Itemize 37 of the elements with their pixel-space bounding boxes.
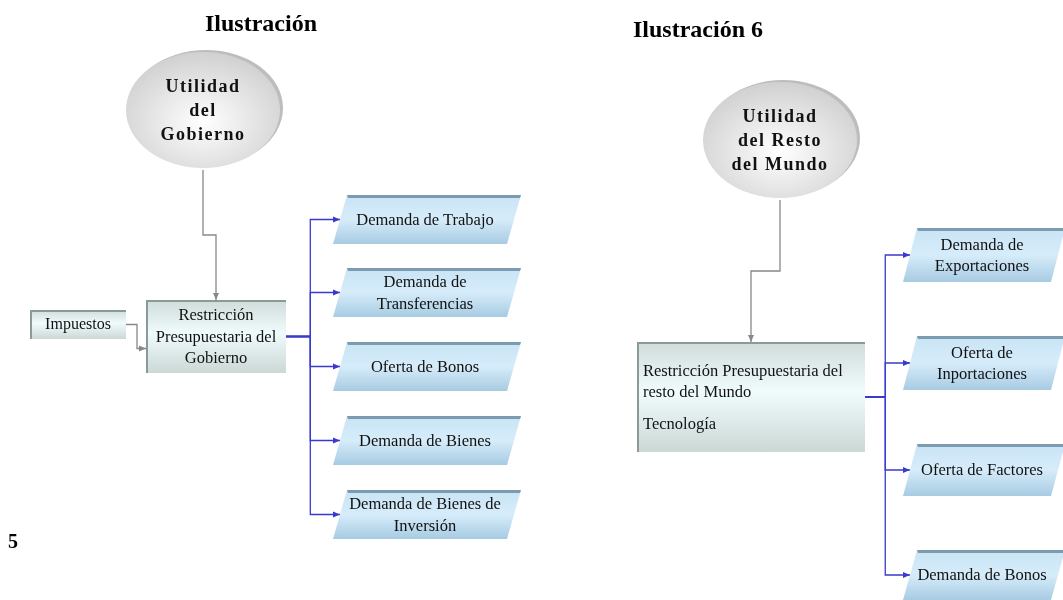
parallelogram-box [333, 268, 521, 317]
node-label: Restricción Presupuestaria del Gobierno [154, 304, 278, 369]
node-label: Demanda de Bienes de Inversión [348, 493, 502, 536]
parallelogram-box [333, 416, 521, 465]
ellipse-node [700, 80, 860, 200]
node-label: Oferta de Factores [920, 459, 1044, 481]
node-label: Demanda de Transferencias [375, 271, 475, 314]
connector-arrow [125, 323, 147, 352]
node-title: Utilidad del Gobierno [159, 74, 247, 147]
node-label: Demanda de Trabajo [355, 208, 495, 231]
parallelogram-box [903, 336, 1063, 390]
node-label: Demanda de Exportaciones [933, 233, 1031, 277]
node-label: Impuestos [44, 314, 112, 335]
connector-arrow [285, 335, 341, 518]
ellipse-node [123, 50, 283, 170]
parallelogram-box [333, 490, 521, 539]
figure-title: Ilustración 6 [633, 16, 763, 43]
node-label: Tecnología [642, 412, 718, 435]
parallelogram-box [903, 444, 1063, 496]
parallelogram-box [333, 342, 521, 391]
node-title: Utilidad del Resto del Mundo [730, 104, 830, 177]
node-label: Demanda de Bienes [358, 429, 492, 452]
parallelogram-box [333, 195, 521, 244]
node-label: Demanda de Bonos [916, 564, 1048, 586]
process-box [146, 300, 286, 373]
node-label: Oferta de Bonos [369, 355, 481, 378]
process-box [30, 310, 126, 339]
figure-number: 5 [8, 530, 18, 553]
connector-arrow [748, 199, 781, 343]
parallelogram-box [903, 228, 1063, 282]
node-label: Restricción Presupuestaria del resto del Mundo [642, 359, 844, 403]
figure-title: Ilustración [205, 10, 317, 37]
node-label: Oferta de Inportaciones [936, 341, 1028, 385]
connector-arrow [202, 169, 219, 301]
parallelogram-box [903, 550, 1063, 600]
process-box [637, 342, 865, 452]
connector-arrow [864, 396, 911, 578]
